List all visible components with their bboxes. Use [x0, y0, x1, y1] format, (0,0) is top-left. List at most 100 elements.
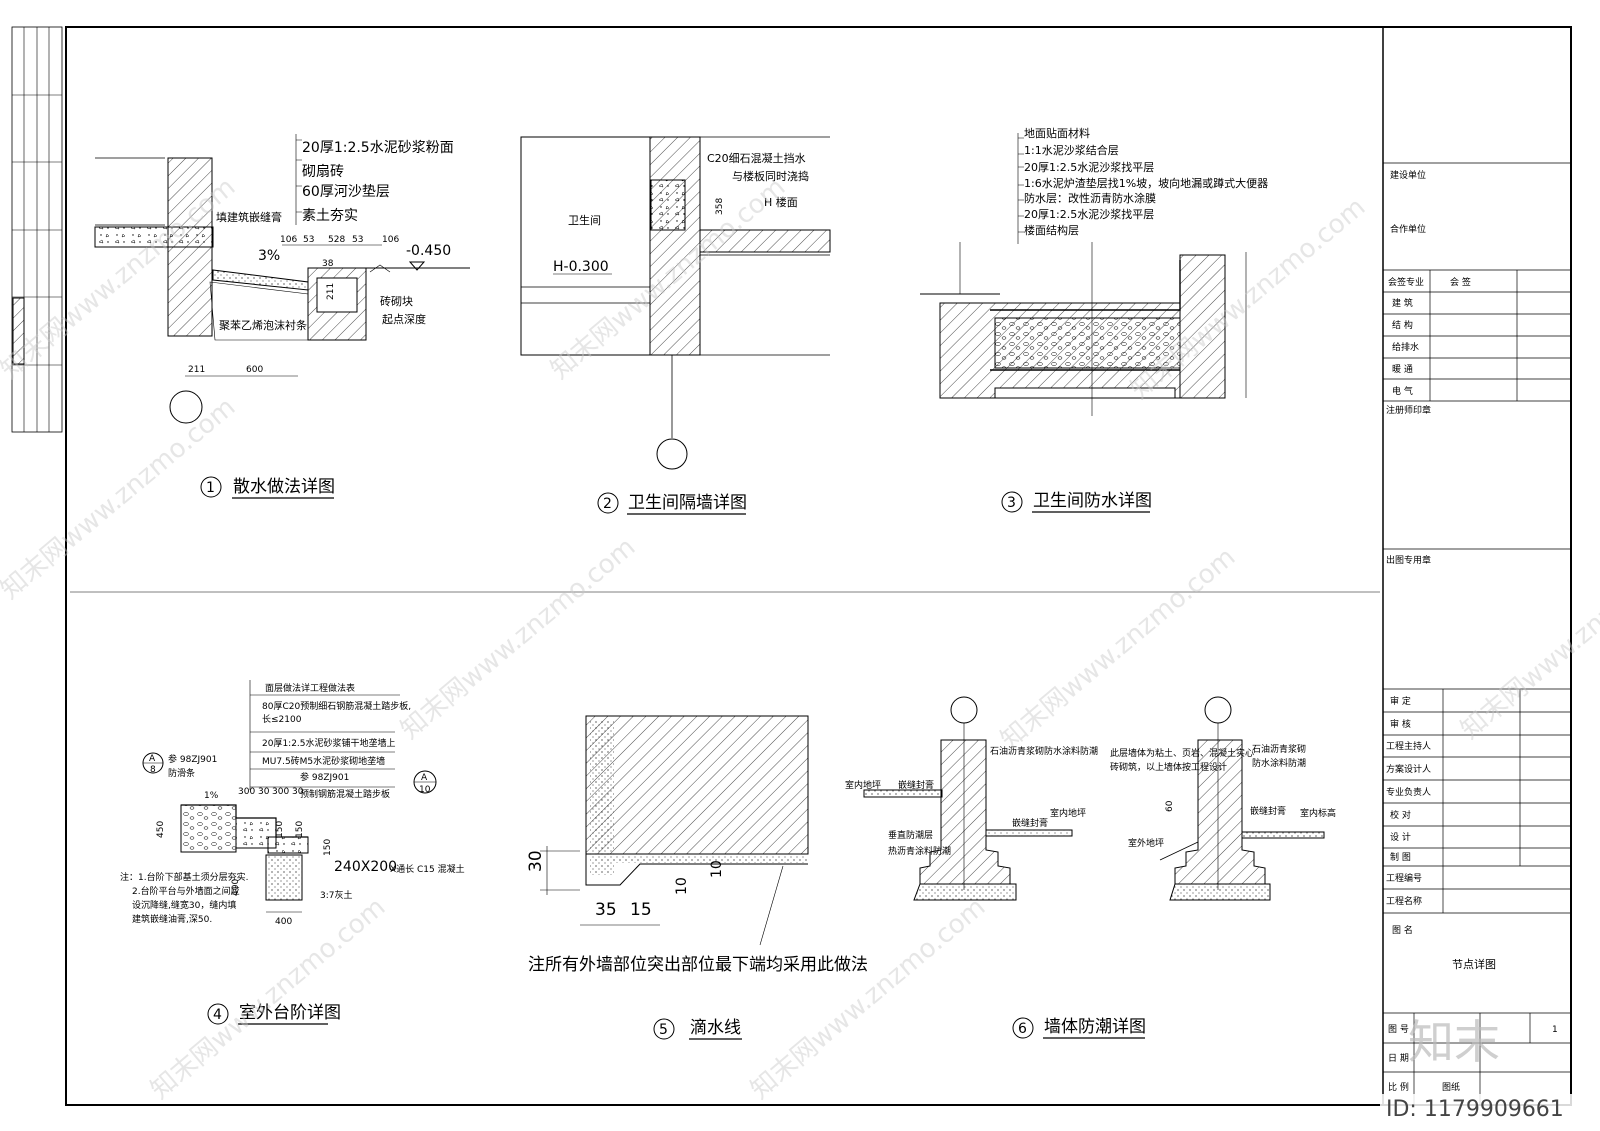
d1-note-1: 20厚1:2.5水泥砂浆粉面 [302, 140, 454, 156]
d6-l-outer: 室内地坪 [845, 779, 881, 791]
detail-6-dampproof: 室内地坪 嵌缝封膏 石油沥青浆砌防水涂料防潮 嵌缝封膏 室内地坪 垂直防潮层 热… [845, 696, 1336, 1039]
d1-label-brick: 砖砌块 [380, 294, 413, 308]
image-id: ID: 1179909661 [1386, 1097, 1564, 1122]
svg-text:知末网www.znzmo.com: 知末网www.znzmo.com [1125, 192, 1371, 405]
d3-caption-number: 3 [1007, 495, 1016, 511]
d4-tag-b-top: A [421, 773, 428, 783]
d4-dim-400: 400 [275, 917, 292, 927]
tb-row-b8: 工程编号 [1386, 872, 1422, 884]
d2-elevation: H-0.300 [553, 259, 609, 275]
d3-note-2: 1:1水泥沙浆结合层 [1024, 143, 1119, 157]
d4-note-1: 80厚C20预制细石钢筋混凝土踏步板, [262, 700, 411, 712]
d6-r-outer: 室外地坪 [1128, 837, 1164, 849]
d6-caption: 墙体防潮详图 [1044, 1017, 1146, 1037]
d4-footnote-4: 建筑嵌缝油膏,深50. [132, 913, 212, 925]
d4-note-4: MU7.5砖M5水泥砂浆砌地垄墙 [262, 755, 385, 767]
tb-row-a2: 结 构 [1392, 319, 1413, 331]
d4-dim-150b: 150 [295, 821, 305, 838]
d1-elevation: -0.450 [406, 243, 451, 259]
d2-room: 卫生间 [568, 213, 601, 227]
d5-dim-10: 10 [674, 877, 690, 895]
tb-page: 1 [1552, 1025, 1558, 1035]
d4-slope: 1% [204, 791, 219, 801]
tb-row-b4: 专业负责人 [1386, 786, 1431, 798]
tb-row-b1: 审 核 [1390, 718, 1411, 730]
d5-dim-35: 35 [595, 900, 617, 920]
tb-row-b0: 审 定 [1390, 695, 1411, 707]
d1-slope: 3% [258, 248, 280, 264]
d6-r-indoor: 室内标高 [1300, 807, 1336, 819]
tb-designer: 合作单位 [1390, 223, 1426, 235]
d4-dim-30b: 30 [292, 787, 304, 797]
d5-dim-10b: 10 [709, 860, 725, 878]
d1-dim-211: 211 [188, 365, 205, 375]
detail-3-waterproof: 地面贴面材料 1:1水泥沙浆结合层 20厚1:2.5水泥沙浆找平层 1:6水泥炉… [920, 126, 1268, 513]
d4-beam: 240X200 [334, 859, 397, 875]
svg-text:知末网www.znzmo.com: 知末网www.znzmo.com [395, 532, 641, 745]
svg-text:知末网www.znzmo.com: 知末网www.znzmo.com [0, 392, 241, 605]
tb-row-b7: 制 图 [1390, 851, 1411, 863]
d4-dim-400v: 400 [231, 879, 241, 896]
d1-dim-106a: 106 [280, 235, 297, 245]
d6-r-asphalt2: 防水涂料防潮 [1252, 757, 1306, 769]
d4-dim-300b: 300 [272, 787, 289, 797]
d6-l-indoor: 室内地坪 [1050, 807, 1086, 819]
tb-row-a5: 电 气 [1392, 385, 1413, 397]
d1-dim-600: 600 [246, 365, 263, 375]
tb-row-a0-k: 会签专业 [1388, 276, 1424, 288]
d1-label-foam: 聚苯乙烯泡沫衬条 [219, 318, 307, 332]
d4-footnote-3: 设沉降缝,缝宽30，缝内填 [132, 899, 236, 911]
detail-1-drainage: 20厚1:2.5水泥砂浆粉面 砌扇砖 60厚河沙垫层 素土夯实 填建筑嵌缝膏 聚… [94, 134, 470, 499]
d4-dim-150c: 150 [323, 839, 333, 856]
d4-note-3: 20厚1:2.5水泥砂浆铺干地垄墙上 [262, 737, 396, 749]
d6-r-seal: 嵌缝封膏 [1250, 805, 1286, 817]
d1-label-joint: 填建筑嵌缝膏 [216, 210, 282, 224]
d2-floor: H 楼面 [764, 195, 798, 209]
d2-dim-358: 358 [715, 198, 725, 215]
d2-note-2: 与楼板同时浇捣 [732, 169, 809, 183]
d6-r-note-1: 此层墙体为粘土、页岩、混凝土实心 [1110, 747, 1254, 759]
d4-caption: 室外台阶详图 [239, 1003, 341, 1023]
d3-note-6: 20厚1:2.5水泥沙浆找平层 [1024, 207, 1154, 221]
d4-footnote-2: 2.台阶平台与外墙面之间应 [132, 885, 240, 897]
d4-ref-a: 参 98ZJ901 [168, 753, 217, 765]
tb-row-b9: 工程名称 [1386, 895, 1422, 907]
tb-row-a0-v: 会 签 [1450, 276, 1471, 288]
d3-note-1: 地面贴面材料 [1024, 126, 1090, 140]
d1-dim-53b: 53 [352, 235, 363, 245]
tb-drawing-label: 图 名 [1392, 924, 1413, 936]
d4-caption-number: 4 [213, 1007, 222, 1023]
title-block-text: 建设单位 合作单位 会签专业 会 签 建 筑 结 构 给排水 暖 通 电 气 注… [1386, 169, 1558, 1093]
d1-dim-38: 38 [322, 259, 334, 269]
d4-tag-a-top: A [149, 754, 156, 764]
tb-bottom-0: 图 号 [1388, 1024, 1409, 1035]
d4-footnote-1: 注：1.台阶下部基土须分层夯实. [120, 871, 248, 883]
brand-logo: 知末 [1408, 1015, 1500, 1069]
detail-4-steps: 面层做法详工程做法表 80厚C20预制细石钢筋混凝土踏步板, 长≤2100 20… [120, 680, 465, 1025]
tb-row-a4: 暖 通 [1392, 363, 1413, 375]
d4-dim-30a: 30 [258, 787, 270, 797]
d1-note-4: 素土夯实 [302, 208, 358, 224]
d4-dim-300a: 300 [238, 787, 255, 797]
d6-caption-number: 6 [1018, 1021, 1027, 1037]
d5-dim-30: 30 [526, 850, 546, 872]
d3-note-3: 20厚1:2.5水泥沙浆找平层 [1024, 160, 1154, 174]
d4-lime: 3:7灰土 [320, 889, 353, 901]
d6-r-dim: 60 [1165, 800, 1175, 812]
tb-row-b2: 工程主持人 [1386, 740, 1431, 752]
d4-note-2: 长≤2100 [262, 713, 302, 725]
d1-note-3: 60厚河沙垫层 [302, 184, 390, 200]
d3-note-5: 防水层：改性沥青防水涂膜 [1024, 191, 1156, 205]
d1-label-depth: 起点深度 [382, 312, 426, 326]
d6-l-vertical2: 热沥青涂料防潮 [888, 845, 951, 857]
d4-ref-b: 参 98ZJ901 [300, 771, 349, 783]
title-block [1383, 162, 1571, 1105]
d2-caption: 卫生间隔墙详图 [628, 493, 747, 513]
d5-caption: 滴水线 [690, 1018, 741, 1038]
tb-client: 建设单位 [1390, 169, 1426, 181]
d6-l-asphalt: 石油沥青浆砌防水涂料防潮 [990, 745, 1098, 757]
d4-dim-450: 450 [156, 821, 166, 838]
tb-bottom-val-2: 图纸 [1442, 1081, 1460, 1093]
d1-dim-528: 528 [328, 235, 345, 245]
